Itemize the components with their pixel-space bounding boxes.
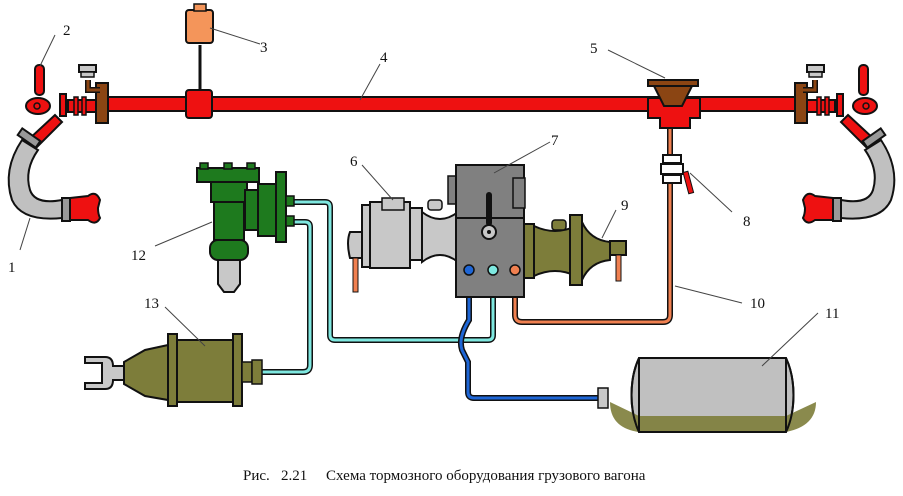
brake-cylinder-13 xyxy=(84,333,263,407)
callout-9: 9 xyxy=(621,198,629,214)
leader-lines xyxy=(19,27,819,367)
callout-10: 10 xyxy=(750,296,765,312)
callout-5: 5 xyxy=(590,41,598,57)
callout-1: 1 xyxy=(8,260,16,276)
caption-title: Схема тормозного оборудования грузового … xyxy=(326,468,646,484)
callout-labels: 1 2 3 4 5 6 7 8 9 10 11 12 13 xyxy=(8,23,839,322)
sensor-3 xyxy=(185,3,214,119)
main-part-6 xyxy=(347,197,459,293)
right-end-cock-2 xyxy=(794,64,896,224)
pipe-10-orange xyxy=(512,112,673,325)
coupling-hose-1-left xyxy=(7,127,102,224)
part-9 xyxy=(523,214,627,286)
callout-7: 7 xyxy=(551,133,559,149)
callout-3: 3 xyxy=(260,40,268,56)
callout-12: 12 xyxy=(131,248,146,264)
air-distributor-12 xyxy=(196,162,295,293)
main-part-7 xyxy=(447,164,526,298)
callout-8: 8 xyxy=(743,214,751,230)
caption-prefix: Рис. xyxy=(243,468,270,484)
valve-5 xyxy=(647,79,701,129)
figure-caption: Рис. 2.21 Схема тормозного оборудования … xyxy=(243,468,645,485)
reservoir-11 xyxy=(597,357,816,433)
callout-6: 6 xyxy=(350,154,358,170)
callout-4: 4 xyxy=(380,50,388,66)
caption-number: 2.21 xyxy=(281,468,308,484)
pipe-cyan xyxy=(262,199,496,375)
callout-2: 2 xyxy=(63,23,71,39)
left-end-cock-2 xyxy=(25,64,109,150)
pipe-blue xyxy=(457,272,600,401)
callout-13: 13 xyxy=(144,296,159,312)
cock-8 xyxy=(660,154,695,195)
callout-11: 11 xyxy=(825,306,839,322)
